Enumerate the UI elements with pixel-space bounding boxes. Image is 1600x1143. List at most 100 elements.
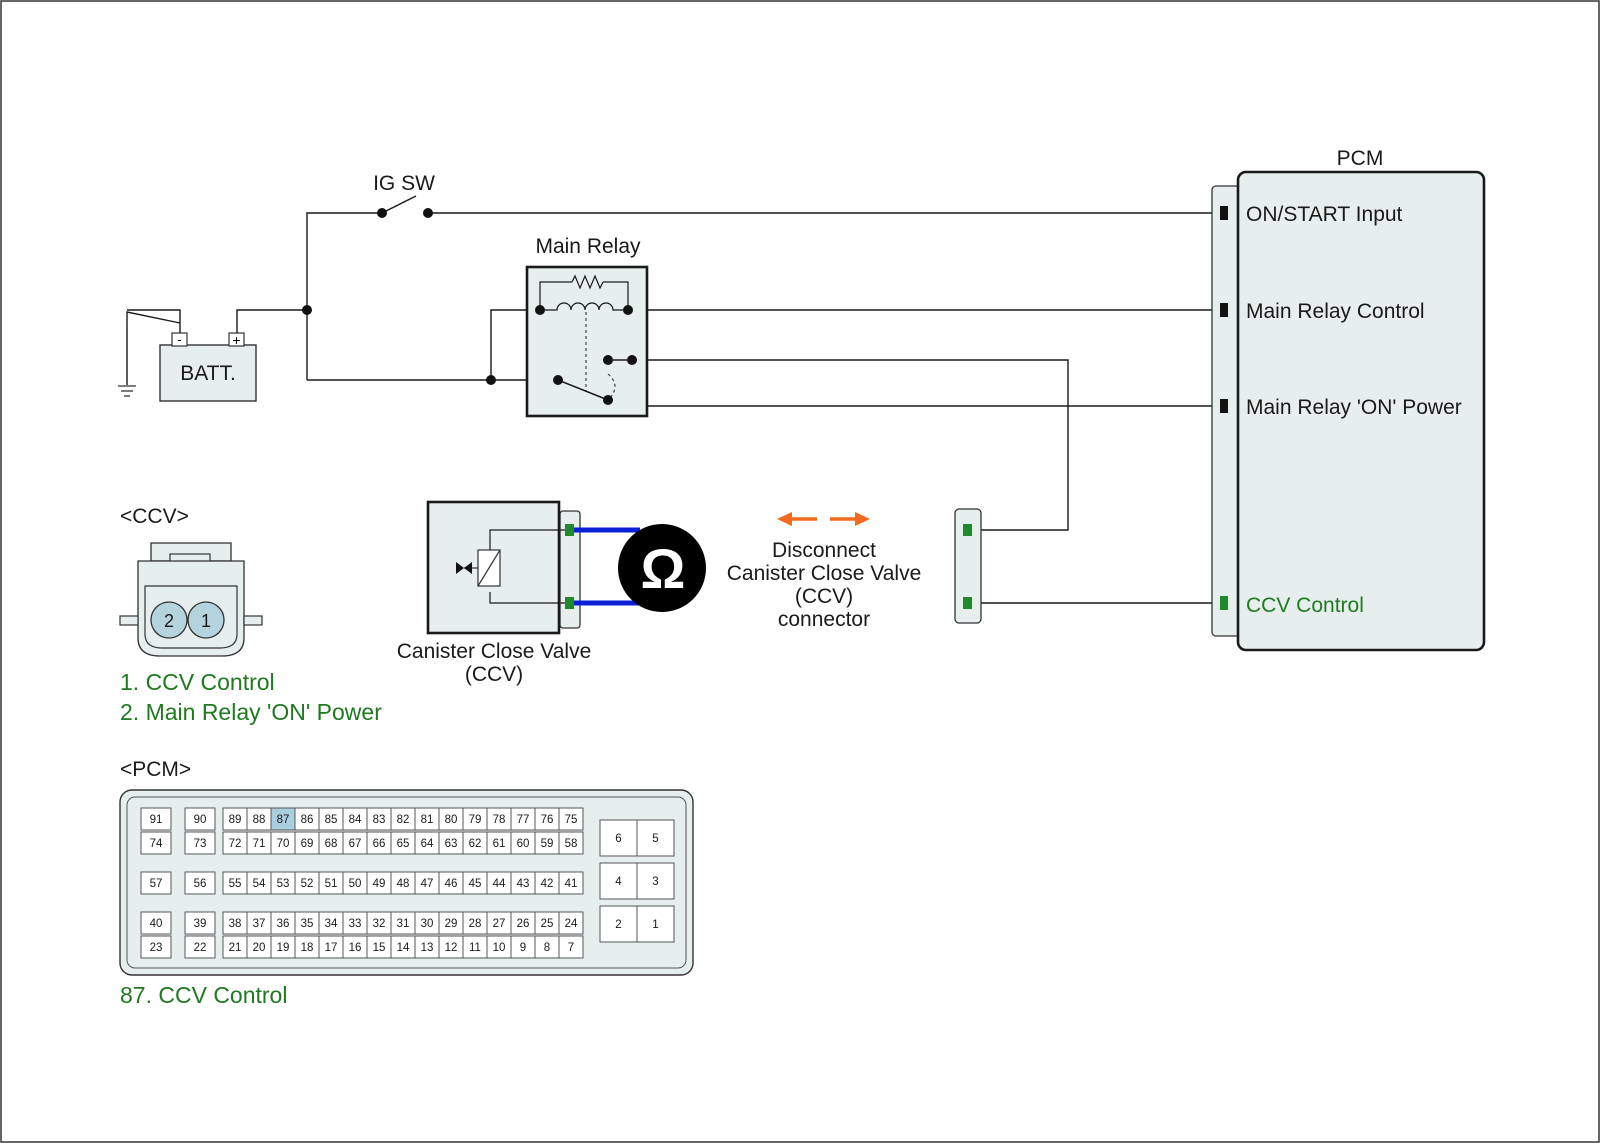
batt-minus-wire <box>127 309 181 335</box>
pcm-pin-label: 2 <box>615 919 621 931</box>
pcm-pin-label: 8 <box>544 942 550 954</box>
pcm-main-relay-on-power-label: Main Relay 'ON' Power <box>1246 396 1462 419</box>
pcm-pin-cell <box>140 831 172 855</box>
pcm-pin-label: 46 <box>445 878 458 890</box>
ccv-name-line2: (CCV) <box>465 663 523 686</box>
disconnect-line2: Canister Close Valve <box>727 562 922 585</box>
pcm-pin-label: 86 <box>301 814 314 826</box>
relay-output-wire <box>632 359 1069 531</box>
pcm-pin-cell <box>184 911 216 935</box>
pcm-pin-label: 78 <box>493 814 506 826</box>
pcm-pin-label: 23 <box>150 942 163 954</box>
pcm-pin-label: 72 <box>229 838 242 850</box>
battery-plus-label: + <box>232 332 240 348</box>
pcm-pin-cell <box>140 807 172 831</box>
pcm-pin-label: 48 <box>397 878 410 890</box>
ground-wire <box>126 311 181 385</box>
ccv-pin <box>565 524 574 536</box>
ccv-pin <box>565 597 574 609</box>
pcm-pin-label: 87 <box>277 814 290 826</box>
pcm-pin-label: 28 <box>469 918 482 930</box>
valve-icon <box>456 562 472 574</box>
pcm-pin-label: 35 <box>301 918 314 930</box>
batt-plus-wire <box>236 309 307 335</box>
pcm-pin-label: 22 <box>194 942 207 954</box>
pcm-pin-label: 53 <box>277 878 290 890</box>
battery-body <box>159 344 257 402</box>
ccv-legend-2: 2. Main Relay 'ON' Power <box>120 699 382 725</box>
pcm-pin-label: 64 <box>421 838 434 850</box>
pcm-pin-label: 83 <box>373 814 386 826</box>
pcm-pin-label: 57 <box>150 878 163 890</box>
pcm-pin-label: 47 <box>421 878 434 890</box>
ccv-legend-1: 1. CCV Control <box>120 669 275 695</box>
pcm-pin-label: 69 <box>301 838 314 850</box>
pcm-pin-label: 30 <box>421 918 434 930</box>
ccv-pin-1-label: 1 <box>201 611 211 631</box>
pcm-on-start-label: ON/START Input <box>1246 203 1403 226</box>
pcm-pin-label: 70 <box>277 838 290 850</box>
pcm-pin-cell <box>599 862 638 900</box>
pcm-pin-label: 43 <box>517 878 530 890</box>
pcm-pin-cell <box>558 911 584 935</box>
pcm-pin-label: 18 <box>301 942 314 954</box>
pcm-pin-label: 11 <box>469 942 481 954</box>
battery-plus-terminal <box>228 332 245 347</box>
pcm-pin-label: 84 <box>349 814 362 826</box>
pcm-pin-cell <box>184 935 216 959</box>
pcm-pin-label: 75 <box>565 814 578 826</box>
battery-label: BATT. <box>180 362 236 385</box>
pcm-pin-label: 88 <box>253 814 266 826</box>
pcm-pin-label: 3 <box>652 876 658 888</box>
ignition-switch: IG SW <box>373 172 435 218</box>
pcm-pin <box>1220 399 1228 413</box>
coil-feed-wire <box>490 309 540 380</box>
harness-pin <box>963 524 972 536</box>
pcm-pin-label: 25 <box>541 918 554 930</box>
pcm-pin-label: 13 <box>421 942 434 954</box>
battery: - + BATT. <box>159 332 257 402</box>
pcm-pin-label: 20 <box>253 942 266 954</box>
pcm-pin-label: 66 <box>373 838 386 850</box>
pcm-module: PCM ON/START Input Main Relay Control Ma… <box>1211 147 1486 652</box>
pcm-pin-label: 33 <box>349 918 362 930</box>
pcm-legend: 87. CCV Control <box>120 982 287 1008</box>
pcm-pin-label: 9 <box>520 942 526 954</box>
pcm-pin-label: 5 <box>652 833 658 845</box>
resistor-icon <box>571 274 604 290</box>
pcm-pin-cell <box>184 807 216 831</box>
pcm-pin-label: 58 <box>565 838 578 850</box>
ig-sw-label: IG SW <box>373 172 435 195</box>
pcm-pin-cell <box>184 831 216 855</box>
pcm-box <box>1236 170 1486 652</box>
pcm-pin-label: 52 <box>301 878 314 890</box>
pcm-pin-label: 62 <box>469 838 482 850</box>
pcm-pin-label: 59 <box>541 838 554 850</box>
ohmmeter-icon <box>618 524 706 612</box>
pcm-pin-cell <box>636 819 675 857</box>
pcm-pin-cell <box>140 911 172 935</box>
disconnect-note: Disconnect Canister Close Valve (CCV) co… <box>727 512 922 631</box>
pcm-pin-cell <box>636 862 675 900</box>
ground-icon <box>118 385 136 397</box>
pcm-ccv-control-label: CCV Control <box>1246 594 1364 617</box>
ccv-pin-2 <box>150 601 188 639</box>
pcm-pin-label: 67 <box>349 838 362 850</box>
ccv-pin-1 <box>187 601 225 639</box>
pcm-pin-cell <box>558 831 584 855</box>
pcm-pin-label: 15 <box>373 942 386 954</box>
pcm-pin-label: 26 <box>517 918 530 930</box>
arrow-right-icon <box>830 512 870 526</box>
pcm-pin-label: 36 <box>277 918 290 930</box>
battery-minus-label: - <box>177 332 181 347</box>
pcm-pin-label: 12 <box>445 942 458 954</box>
relay-contact-arc <box>607 373 616 401</box>
disconnect-line1: Disconnect <box>772 539 876 562</box>
pcm-pin-label: 77 <box>517 814 530 826</box>
pcm-pin-label: 73 <box>194 838 207 850</box>
pcm-pin-label: 55 <box>229 878 242 890</box>
harness-pin <box>963 597 972 609</box>
main-relay: Main Relay <box>525 235 649 418</box>
